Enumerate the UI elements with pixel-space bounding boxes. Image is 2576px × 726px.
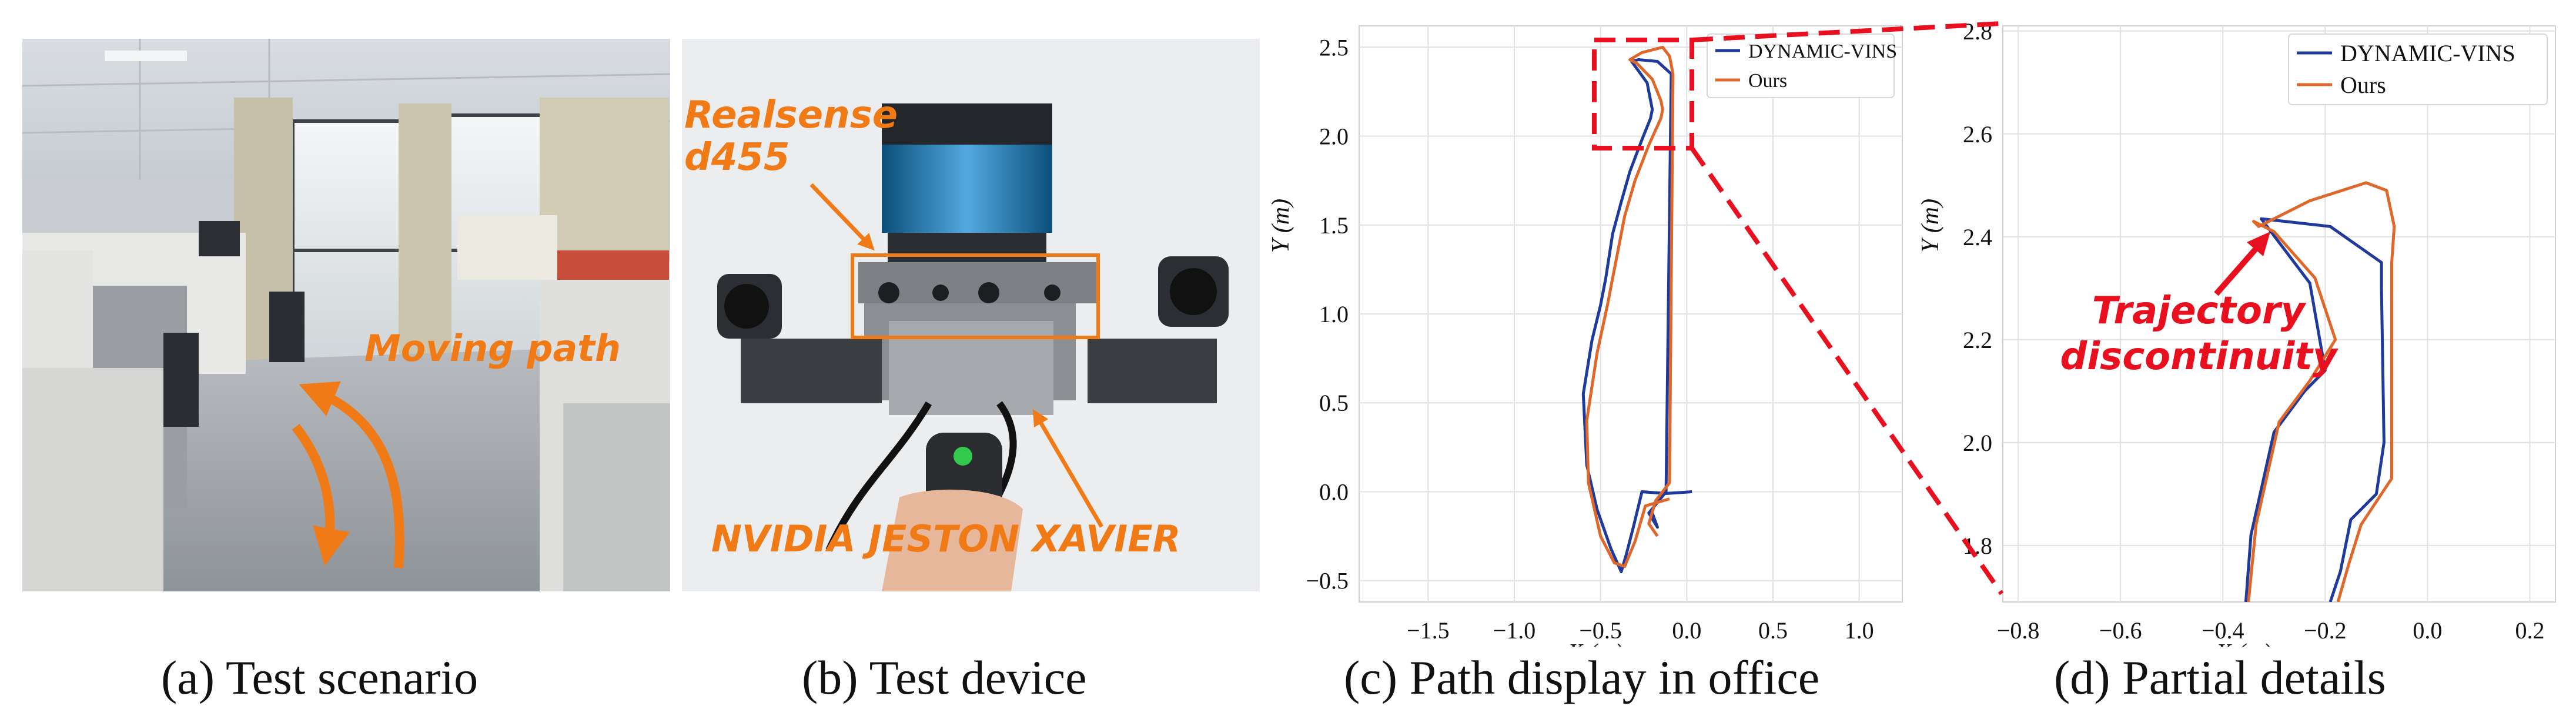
- caption-c: (c) Path display in office: [1344, 651, 1820, 704]
- y-tick-label: −0.5: [1306, 568, 1349, 594]
- y-tick-label: 0.0: [1319, 479, 1349, 505]
- series-group: [2244, 181, 2396, 602]
- x-tick-label: −0.8: [1997, 617, 2040, 644]
- y-tick-label: 2.4: [1963, 224, 1992, 250]
- x-tick-label: 0.0: [2413, 617, 2442, 644]
- test-device-photo: Realsense d455 NVIDIA JESTON XAVIER: [682, 39, 1260, 591]
- discontinuity-arrow: [2214, 232, 2270, 296]
- y-tick-label: 2.2: [1963, 327, 1992, 353]
- caption-d: (d) Partial details: [2054, 651, 2386, 704]
- y-axis-label: Y (m): [1267, 199, 1294, 253]
- y-tick-label: 1.5: [1319, 212, 1349, 239]
- moving-path-label: Moving path: [364, 327, 621, 370]
- y-tick-label: 1.0: [1319, 301, 1349, 327]
- zoom-callout: [1592, 21, 2004, 595]
- x-tick-label: −0.4: [2202, 617, 2244, 644]
- plot-area: [2002, 25, 2556, 603]
- nvidia-label: NVIDIA JESTON XAVIER: [711, 517, 1181, 560]
- y-axis-label: Y (m): [1917, 199, 1944, 253]
- x-tick-label: 0.0: [1672, 617, 1701, 644]
- realsense-label: Realsense d455: [684, 93, 898, 179]
- device-callouts: [809, 183, 1104, 528]
- x-tick-label: 0.2: [2515, 617, 2544, 644]
- path-display-chart: −1.5 −1.0 −0.5 0.0 0.5 1.0 −0.5 0.0 0.5 1.0 1.5 2.0…: [1267, 25, 1903, 647]
- legend-box: [2288, 34, 2548, 105]
- y-tick-label: 2.6: [1963, 121, 1992, 148]
- caption-b: (b) Test device: [802, 651, 1087, 704]
- series-line-dynamic-vins: [2244, 217, 2386, 602]
- y-tick-label: 2.0: [1319, 123, 1349, 150]
- x-tick-label: −0.5: [1579, 617, 1622, 644]
- y-tick-label: 0.5: [1319, 390, 1349, 416]
- x-tick-label: −0.2: [2304, 617, 2347, 644]
- moving-path-arrows: [292, 381, 404, 568]
- legend-entry: Ours: [1748, 70, 1787, 92]
- x-tick-label: −1.5: [1407, 617, 1450, 644]
- trajectory-plots: −1.5 −1.0 −0.5 0.0 0.5 1.0 −0.5 0.0 0.5 1.0 1.5 2.0…: [1267, 18, 2556, 647]
- y-tick-label: 2.5: [1319, 34, 1349, 61]
- camera-highlight-box: [851, 253, 1100, 339]
- series-line-ours: [1585, 45, 1675, 568]
- discontinuity-label: Trajectory discontinuity: [2060, 289, 2337, 379]
- caption-a: (a) Test scenario: [161, 651, 479, 704]
- series-line-dynamic-vins: [1581, 58, 1692, 574]
- legend-entry: Ours: [2340, 72, 2386, 98]
- x-axis-label: X (m): [2215, 640, 2271, 647]
- series-line-ours: [2247, 181, 2396, 602]
- test-scenario-photo: Moving path: [22, 39, 670, 591]
- legend: DYNAMIC-VINS Ours: [2288, 34, 2548, 105]
- legend-entry: DYNAMIC-VINS: [2340, 40, 2515, 66]
- x-axis-label: X (m): [1567, 640, 1623, 647]
- legend: DYNAMIC-VINS Ours: [1707, 34, 1897, 98]
- legend-entry: DYNAMIC-VINS: [1748, 41, 1897, 62]
- y-tick-label: 2.0: [1963, 430, 1992, 456]
- x-tick-label: 1.0: [1845, 617, 1874, 644]
- x-tick-label: −0.6: [2099, 617, 2142, 644]
- x-tick-label: −1.0: [1493, 617, 1536, 644]
- series-group: [1581, 45, 1692, 574]
- x-tick-label: 0.5: [1758, 617, 1788, 644]
